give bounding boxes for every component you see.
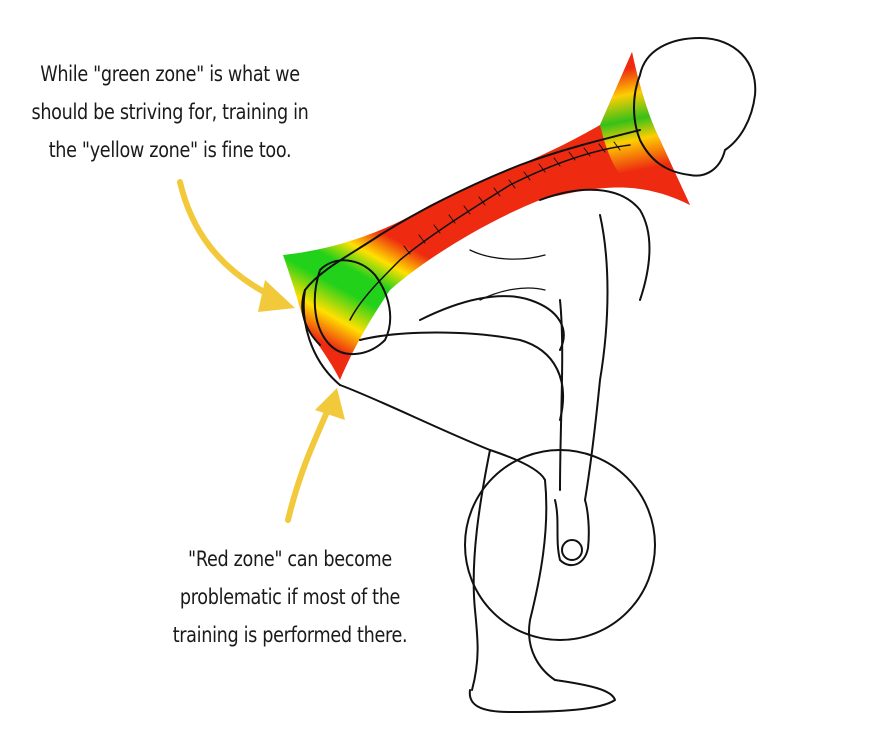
arrow-top — [177, 179, 295, 312]
thigh-top — [339, 384, 546, 481]
caption-line: training is performed there. — [172, 623, 408, 647]
shin — [471, 449, 491, 691]
head — [633, 37, 757, 177]
body-outline — [301, 37, 757, 713]
hip — [302, 289, 341, 386]
zone-band-right — [600, 52, 690, 205]
foot — [468, 679, 616, 713]
caption-red-zone: "Red zone" can become problematic if mos… — [147, 540, 433, 654]
calf — [528, 479, 556, 681]
shoulder — [539, 188, 651, 301]
curved-arrow-icon — [285, 402, 333, 523]
arrowhead-bottom — [315, 388, 345, 420]
barbell-plate — [464, 449, 656, 641]
spine — [349, 144, 631, 321]
caption-line: While "green zone" is what we — [40, 62, 300, 86]
zone-band-left — [283, 52, 690, 380]
hand — [554, 499, 590, 567]
caption-line: "Red zone" can become — [188, 547, 392, 571]
curved-arrow-icon — [177, 179, 283, 303]
caption-line: should be striving for, training in — [31, 100, 309, 124]
abs — [469, 249, 546, 301]
caption-line: problematic if most of the — [179, 585, 401, 609]
arrow-bottom — [285, 388, 345, 523]
pelvis — [313, 259, 392, 356]
caption-green-yellow-zone: While "green zone" is what we should be … — [19, 55, 321, 169]
caption-line: the "yellow zone" is fine too. — [48, 138, 292, 162]
spine-zone-band — [283, 52, 690, 380]
torso-underside — [419, 295, 565, 351]
hand-grip — [561, 539, 583, 561]
arm — [559, 214, 609, 501]
arrowhead-top — [258, 280, 295, 312]
spine-detail — [403, 141, 621, 255]
thigh-bottom — [359, 331, 565, 421]
